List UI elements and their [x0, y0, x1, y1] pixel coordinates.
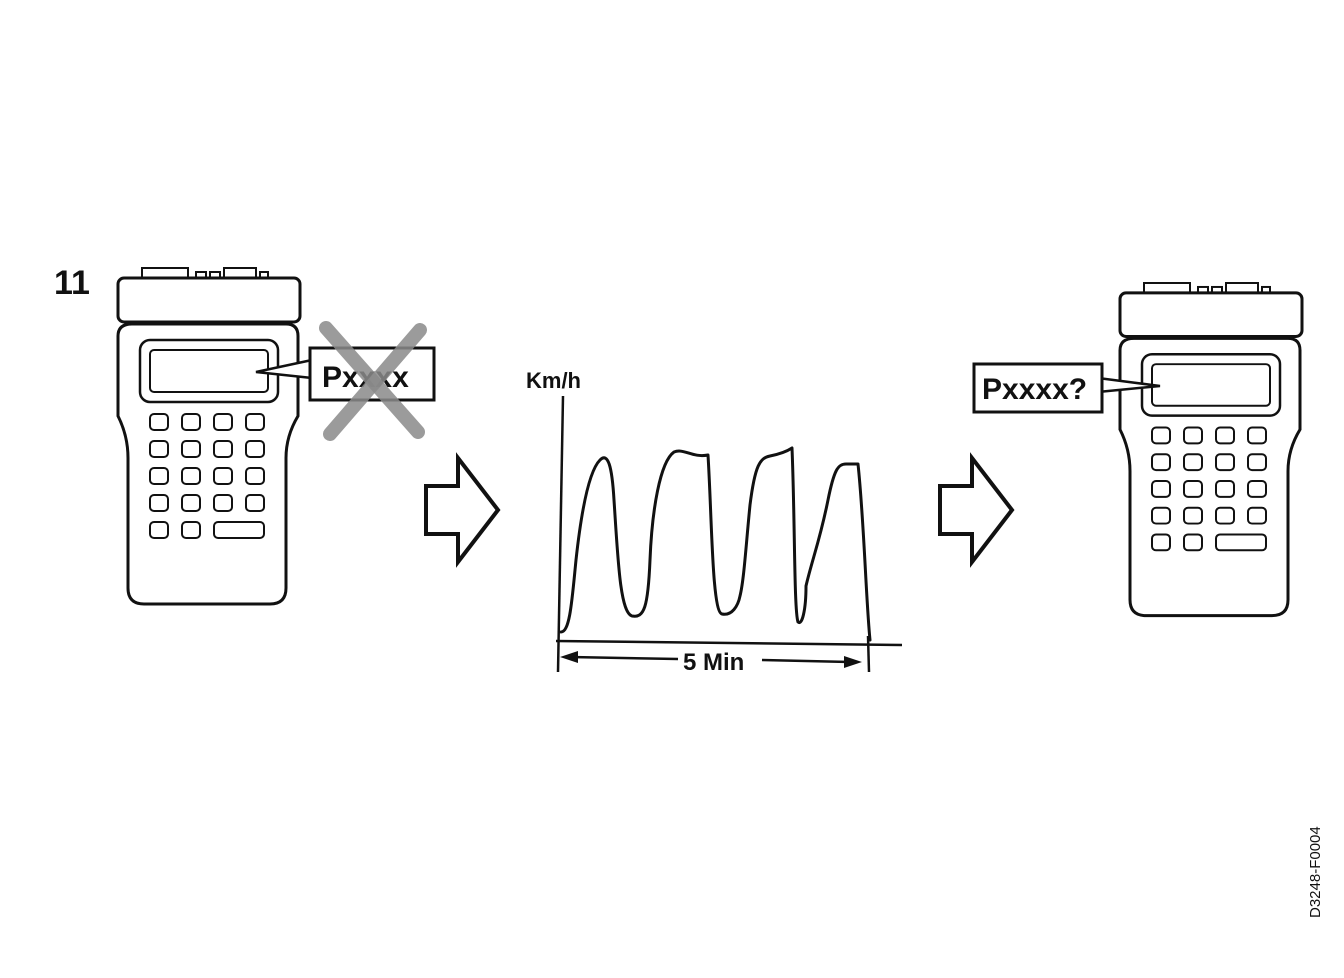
speed-axis	[556, 395, 565, 673]
step-number: 11	[54, 264, 90, 302]
callout-after: Pxxxx?	[972, 362, 1104, 414]
drive-cycle-graph: Km/h 5 Min	[526, 368, 903, 676]
duration-arrowhead-left	[560, 651, 578, 663]
figure-id: D3248-F0004	[1307, 826, 1324, 918]
next-step-arrow-icon	[424, 456, 500, 564]
duration-arrowhead-right	[844, 656, 862, 668]
speed-axis-label: Km/h	[526, 368, 581, 393]
fault-code-after: Pxxxx?	[982, 373, 1087, 406]
callout-pointer-before	[255, 358, 313, 380]
scanner-before	[116, 266, 302, 606]
time-axis	[555, 639, 903, 647]
duration-arrow-left	[569, 655, 679, 661]
scanner-after	[1118, 281, 1304, 618]
duration-label: 5 Min	[683, 649, 744, 676]
speed-trace	[559, 446, 872, 642]
next-step-arrow-icon	[938, 456, 1014, 564]
duration-end-tick	[866, 635, 871, 673]
cross-out-mark	[319, 321, 427, 441]
duration-arrow-right	[761, 658, 851, 664]
callout-pointer-after	[1097, 376, 1161, 394]
